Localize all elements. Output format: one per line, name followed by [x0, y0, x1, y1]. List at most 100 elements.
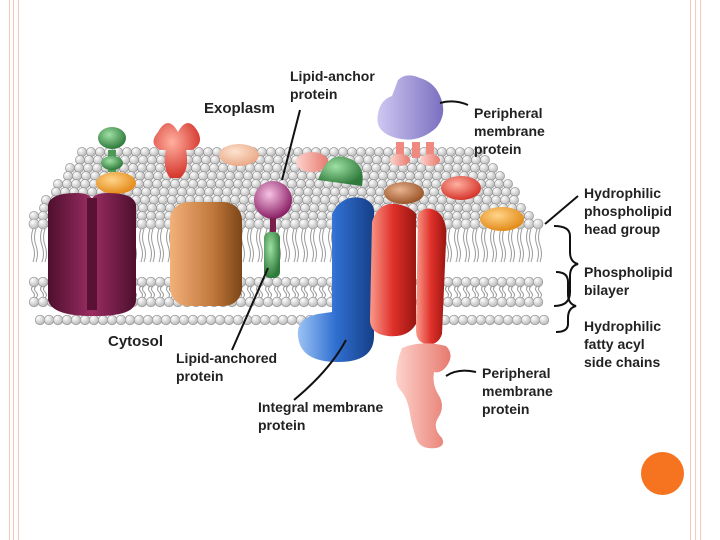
- head-group-bead: [160, 314, 172, 326]
- head-group-bead: [206, 179, 216, 189]
- head-group-bead: [329, 147, 339, 157]
- head-group-bead: [122, 147, 132, 157]
- head-group-bead: [455, 147, 465, 157]
- head-group-bead: [224, 179, 234, 189]
- head-group-bead: [460, 296, 472, 308]
- head-group-bead: [97, 314, 109, 326]
- head-group-bead: [488, 163, 498, 173]
- head-group-bead: [538, 314, 550, 326]
- head-group-bead: [496, 276, 508, 288]
- head-group-bead: [437, 147, 447, 157]
- head-group-bead: [452, 163, 462, 173]
- head-group-bead: [151, 314, 163, 326]
- head-group-bead: [169, 314, 181, 326]
- head-group-bead: [473, 195, 483, 205]
- head-group-bead: [280, 276, 292, 288]
- head-group-bead: [145, 276, 157, 288]
- brown-ball-protein: [384, 182, 424, 204]
- head-group-bead: [520, 314, 532, 326]
- label-lipid-anchored-protein: Lipid-anchored protein: [176, 350, 277, 384]
- head-group-bead: [131, 147, 141, 157]
- head-group-bead: [374, 195, 384, 205]
- head-group-bead: [316, 276, 328, 288]
- head-group-bead: [128, 163, 138, 173]
- head-group-bead: [478, 276, 490, 288]
- head-group-bead: [140, 195, 150, 205]
- peripheral-protein-top: [377, 75, 444, 166]
- head-group-bead: [232, 314, 244, 326]
- head-group-bead: [149, 147, 159, 157]
- red-integral-protein: [370, 203, 447, 345]
- head-group-bead: [496, 296, 508, 308]
- label-hydrophilic-head: Hydrophilic phospholipid head group: [584, 185, 672, 237]
- head-group-bead: [485, 179, 495, 189]
- head-group-bead: [431, 179, 441, 189]
- head-group-bead: [316, 218, 328, 230]
- head-group-bead: [523, 296, 535, 308]
- head-group-bead: [442, 296, 454, 308]
- head-group-bead: [34, 314, 46, 326]
- head-group-bead: [230, 195, 240, 205]
- head-group-bead: [178, 314, 190, 326]
- head-group-bead: [307, 218, 319, 230]
- head-group-bead: [106, 314, 118, 326]
- head-group-bead: [503, 179, 513, 189]
- head-group-bead: [239, 195, 249, 205]
- head-group-bead: [305, 179, 315, 189]
- orange-protein-left: [96, 172, 136, 194]
- head-group-bead: [451, 218, 463, 230]
- head-group-bead: [280, 296, 292, 308]
- peripheral-protein-bottom: [396, 343, 451, 449]
- svg-text:protein: protein: [482, 401, 529, 417]
- head-group-bead: [253, 218, 265, 230]
- lipid-anchor-protein: [254, 181, 292, 278]
- head-group-bead: [200, 163, 210, 173]
- head-group-bead: [136, 276, 148, 288]
- head-group-bead: [187, 314, 199, 326]
- head-group-bead: [509, 195, 519, 205]
- head-group-bead: [296, 179, 306, 189]
- head-group-bead: [65, 163, 75, 173]
- red-ball-protein: [441, 176, 481, 200]
- head-group-bead: [268, 314, 280, 326]
- label-cytosol: Cytosol: [108, 333, 163, 350]
- head-group-bead: [136, 296, 148, 308]
- head-group-bead: [154, 296, 166, 308]
- svg-text:Integral membrane: Integral membrane: [258, 399, 383, 415]
- head-group-bead: [356, 147, 366, 157]
- head-group-bead: [71, 179, 81, 189]
- label-hydrophilic-chains: Hydrophilic fatty acyl side chains: [584, 318, 661, 370]
- head-group-bead: [514, 296, 526, 308]
- head-group-bead: [77, 147, 87, 157]
- head-group-bead: [446, 147, 456, 157]
- head-group-bead: [170, 179, 180, 189]
- head-group-bead: [505, 296, 517, 308]
- svg-text:side chains: side chains: [584, 354, 660, 370]
- head-group-bead: [365, 147, 375, 157]
- head-group-bead: [487, 276, 499, 288]
- head-group-bead: [179, 179, 189, 189]
- head-group-bead: [196, 314, 208, 326]
- svg-text:Peripheral: Peripheral: [482, 365, 550, 381]
- head-group-bead: [461, 163, 471, 173]
- head-group-bead: [493, 314, 505, 326]
- head-group-bead: [191, 163, 201, 173]
- head-group-bead: [254, 163, 264, 173]
- head-group-bead: [140, 147, 150, 157]
- head-group-bead: [289, 276, 301, 288]
- head-group-bead: [215, 179, 225, 189]
- head-group-bead: [92, 163, 102, 173]
- head-group-bead: [133, 314, 145, 326]
- svg-text:head group: head group: [584, 221, 660, 237]
- head-group-bead: [271, 276, 283, 288]
- head-group-bead: [298, 218, 310, 230]
- head-group-bead: [43, 314, 55, 326]
- head-group-bead: [146, 163, 156, 173]
- head-group-bead: [142, 314, 154, 326]
- head-group-bead: [242, 179, 252, 189]
- head-group-bead: [155, 163, 165, 173]
- head-group-bead: [500, 195, 510, 205]
- label-phospholipid-bilayer: Phospholipid bilayer: [584, 264, 673, 298]
- head-group-bead: [422, 179, 432, 189]
- head-group-bead: [383, 147, 393, 157]
